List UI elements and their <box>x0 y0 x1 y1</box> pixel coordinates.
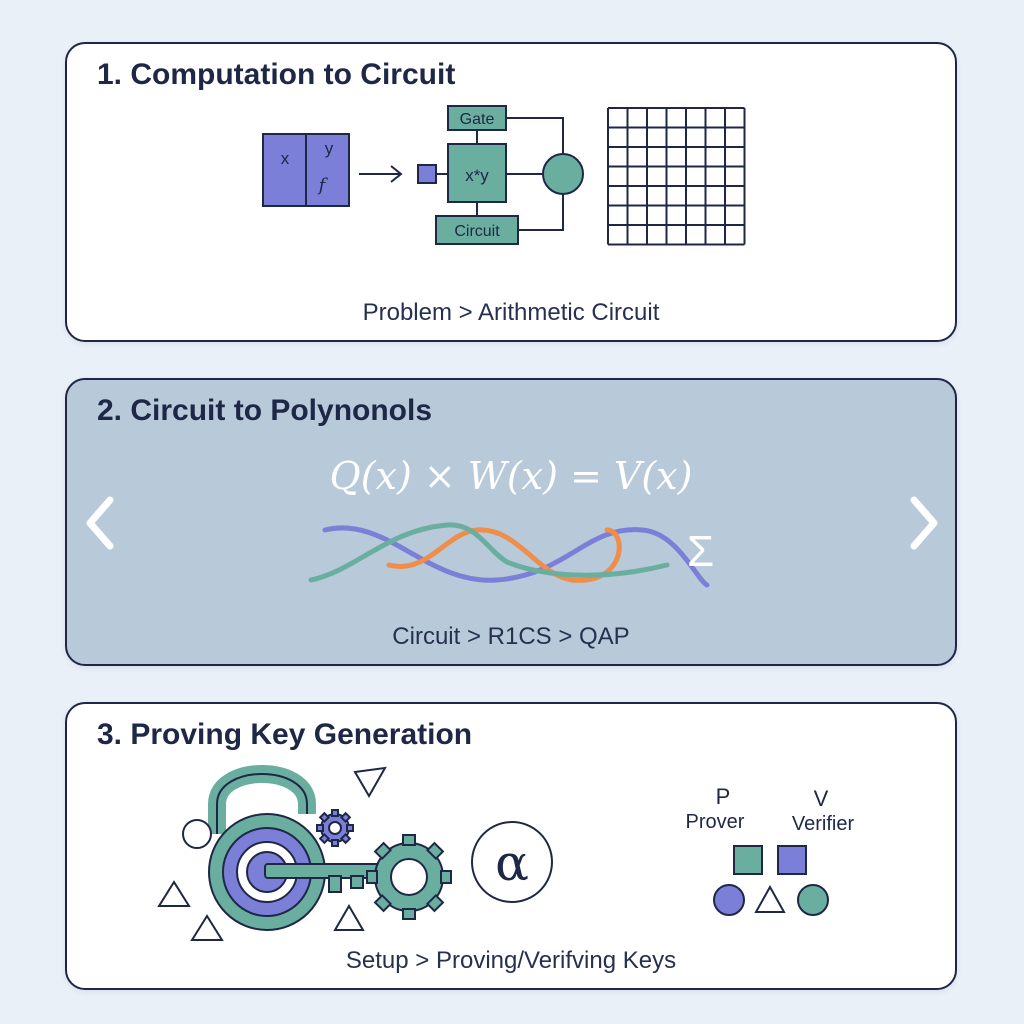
prev-button[interactable] <box>76 815 126 885</box>
chevron-left-icon <box>87 161 113 213</box>
gear-icon <box>366 834 452 920</box>
step-title: 2. Circuit to Polynonols <box>97 394 433 427</box>
constraint-matrix-grid <box>607 107 746 246</box>
prev-button[interactable] <box>76 152 126 222</box>
triangle-shape <box>333 904 365 931</box>
circuit-label: Circuit <box>454 223 500 240</box>
purple-wave <box>322 525 710 588</box>
prover-label: Prover <box>686 811 745 833</box>
orange-wave <box>386 527 622 583</box>
multiply-label: x*y <box>465 166 489 185</box>
prover-letter: P <box>716 784 731 809</box>
triangle-shape <box>190 914 224 941</box>
circle-shape <box>182 819 212 849</box>
small-gear-icon <box>316 809 354 847</box>
next-button[interactable] <box>898 488 948 558</box>
step-title: 3. Proving Key Generation <box>97 718 473 751</box>
step-card-proving-key-generation[interactable]: 3. Proving Key Generation <box>65 702 957 990</box>
output-node <box>542 153 584 195</box>
verifier-letter: V <box>814 786 829 811</box>
alpha-badge <box>471 821 553 903</box>
step-card-computation-to-circuit[interactable]: 1. Computation to Circuit x y f Gate x*y… <box>65 42 957 342</box>
chevron-right-icon <box>911 824 937 876</box>
chevron-left-icon <box>86 496 114 550</box>
step-card-circuit-to-polynomials[interactable]: 2. Circuit to Polynonols Q(x) × W(x) = V… <box>65 378 957 666</box>
prev-button[interactable] <box>76 488 126 558</box>
triangle-shape <box>754 884 786 913</box>
gate-label: Gate <box>460 111 495 128</box>
prover-square <box>733 845 763 875</box>
sigma-symbol: Σ <box>687 527 714 576</box>
verifier-square <box>777 845 807 875</box>
verifier-circle <box>797 884 829 916</box>
circuit-box <box>435 215 519 245</box>
verifier-label: Verifier <box>792 813 855 835</box>
triangle-shape <box>353 766 387 798</box>
key-generation-illustration: α P Prover V Verifier <box>157 765 855 941</box>
chevron-right-icon <box>910 496 938 550</box>
alpha-symbol: α <box>495 834 529 892</box>
arrow-right-icon <box>359 165 403 183</box>
computation-circuit-diagram: x y f Gate x*y Circuit <box>262 105 746 246</box>
chevron-right-icon <box>911 161 937 213</box>
wire-input-square <box>417 164 437 184</box>
polynomial-waves: Σ <box>308 522 714 588</box>
chevron-left-icon <box>87 824 113 876</box>
next-button[interactable] <box>898 815 948 885</box>
next-button[interactable] <box>898 152 948 222</box>
prover-circle <box>713 884 745 916</box>
teal-wave <box>308 522 670 583</box>
step-caption: Problem > Arithmetic Circuit <box>362 299 660 326</box>
multiply-gate <box>447 143 507 203</box>
input-x-label: x <box>281 149 290 168</box>
step-title: 1. Computation to Circuit <box>97 58 456 91</box>
input-y-label: y <box>325 139 334 158</box>
step-caption: Circuit > R1CS > QAP <box>392 623 630 650</box>
triangle-shape <box>157 880 191 907</box>
qap-formula: Q(x) × W(x) = V(x) <box>329 454 693 498</box>
step-caption: Setup > Proving/Verifving Keys <box>345 947 677 974</box>
